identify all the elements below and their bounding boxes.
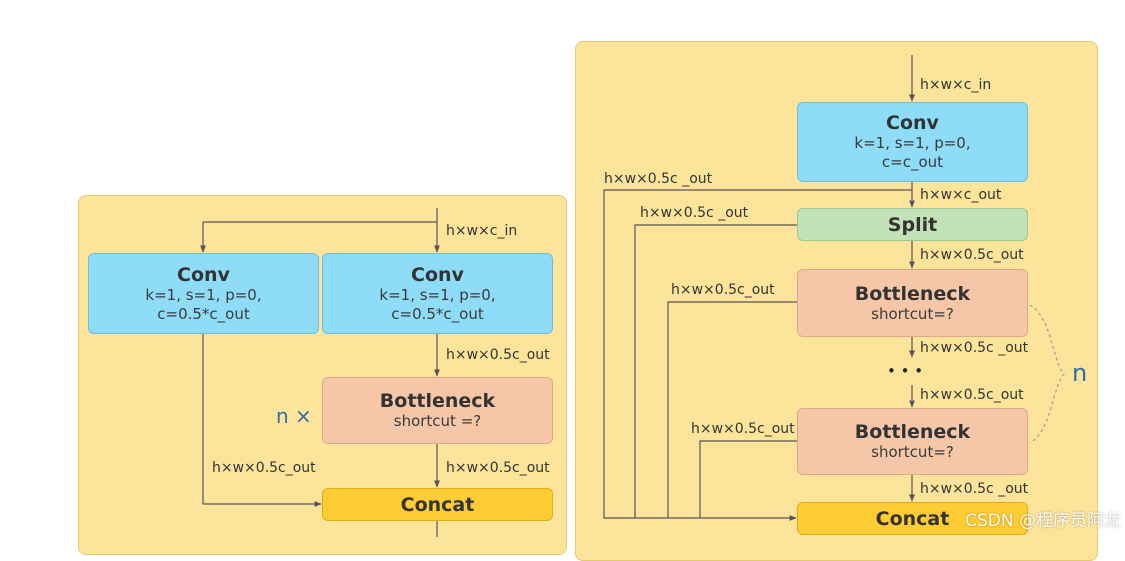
- c3-conv-b-out-label: h×w×0.5c_out: [446, 347, 550, 363]
- c2f-bottleneck-1-out-label: h×w×0.5c _out: [920, 340, 1029, 356]
- c3-conv-b[interactable]: Conv k=1, s=1, p=0, c=0.5*c_out: [322, 253, 553, 334]
- c2f-input-label: h×w×c_in: [920, 77, 992, 93]
- repeat-brace: [1029, 304, 1065, 444]
- c2f-skip-1-label: h×w×0.5c _out: [604, 171, 713, 187]
- c2f-bottleneck-1[interactable]: Bottleneck shortcut=?: [797, 269, 1028, 337]
- c3-bottleneck-out-label: h×w×0.5c_out: [446, 460, 550, 476]
- c3-conv-b-channels: c=0.5*c_out: [391, 304, 484, 323]
- c3-bottleneck-title: Bottleneck: [379, 390, 496, 412]
- c2f-concat-title: Concat: [875, 507, 950, 530]
- c3-concat-title: Concat: [400, 493, 475, 516]
- c3-conv-b-title: Conv: [411, 263, 464, 286]
- c3-bottleneck-shortcut: shortcut =?: [393, 412, 482, 430]
- c2f-conv-channels: c=c_out: [881, 153, 944, 171]
- watermark: CSDN @程序员阿龙: [965, 511, 1121, 531]
- c2f-conv-out-label: h×w×c_out: [920, 187, 1002, 203]
- c2f-bottleneck-n-out-label: h×w×0.5c _out: [920, 481, 1029, 497]
- c2f-ellipsis: • • •: [887, 362, 924, 380]
- c2f-conv-params: k=1, s=1, p=0,: [854, 134, 971, 152]
- c2f-skip-4-label: h×w×0.5c_out: [691, 421, 795, 437]
- c2f-concat[interactable]: Concat: [797, 502, 1028, 535]
- c2f-bottleneck-n[interactable]: Bottleneck shortcut=?: [797, 408, 1028, 475]
- c2f-skip-3-label: h×w×0.5c_out: [671, 282, 775, 298]
- c3-bottleneck[interactable]: Bottleneck shortcut =?: [322, 377, 553, 444]
- c2f-split-out-label: h×w×0.5c_out: [920, 247, 1024, 263]
- c2f-bottleneck-1-title: Bottleneck: [854, 282, 971, 305]
- c3-conv-a[interactable]: Conv k=1, s=1, p=0, c=0.5*c_out: [88, 253, 319, 334]
- c3-conv-b-params: k=1, s=1, p=0,: [379, 285, 496, 304]
- c2f-skip-2-label: h×w×0.5c _out: [640, 205, 749, 221]
- c2f-repeat-label: n: [1072, 359, 1088, 387]
- wire-skip-2: [634, 224, 797, 518]
- c3-repeat-label: n ×: [276, 404, 312, 428]
- c2f-bottleneck-1-shortcut: shortcut=?: [871, 304, 954, 323]
- c3-conv-a-params: k=1, s=1, p=0,: [145, 285, 262, 304]
- c3-conv-a-channels: c=0.5*c_out: [157, 304, 250, 323]
- c2f-bottleneck-n-shortcut: shortcut=?: [871, 443, 954, 461]
- c2f-split[interactable]: Split: [797, 208, 1028, 241]
- c3-input-label: h×w×c_in: [446, 223, 518, 239]
- c3-concat[interactable]: Concat: [322, 488, 553, 521]
- c2f-conv-title: Conv: [886, 112, 939, 134]
- c2f-conv[interactable]: Conv k=1, s=1, p=0, c=c_out: [797, 102, 1028, 182]
- c2f-before-bottleneck-n-label: h×w×0.5c_out: [920, 387, 1024, 403]
- c3-conv-a-title: Conv: [177, 263, 230, 286]
- c3-repeat-text: n ×: [276, 404, 312, 428]
- c3-conv-a-out-label: h×w×0.5c_out: [212, 460, 316, 476]
- c2f-bottleneck-n-title: Bottleneck: [854, 421, 971, 443]
- c2f-split-title: Split: [887, 213, 938, 236]
